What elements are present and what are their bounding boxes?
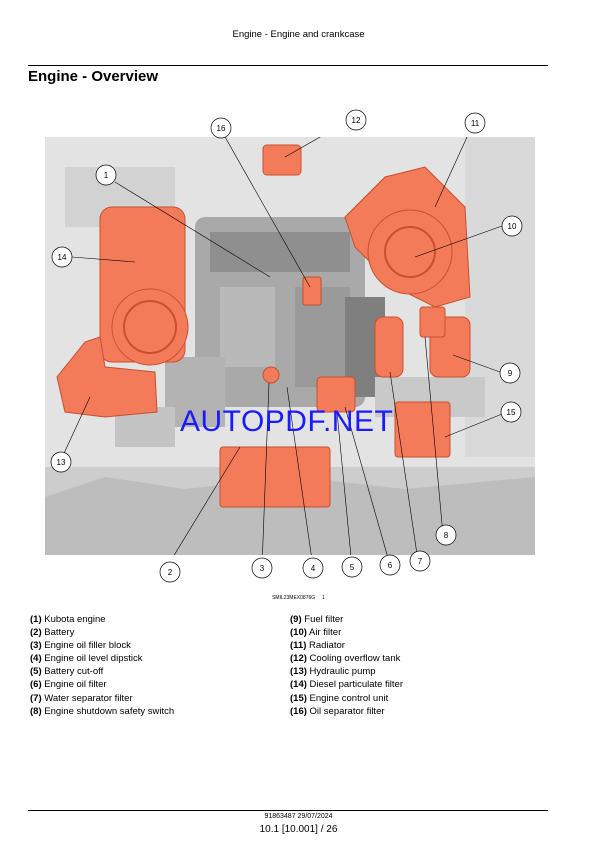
callout-3: 3 bbox=[251, 557, 273, 579]
callout-5-label: 5 bbox=[350, 563, 355, 572]
leader-10 bbox=[414, 225, 503, 258]
overflow-tank-shape bbox=[262, 144, 302, 176]
water-separator-shape bbox=[374, 316, 404, 378]
legend-item: (11) Radiator bbox=[290, 640, 345, 652]
callout-2: 2 bbox=[159, 561, 181, 583]
leader-3 bbox=[262, 382, 270, 555]
leader-15 bbox=[444, 411, 508, 438]
oil-separator-shape bbox=[302, 276, 322, 306]
leader-8 bbox=[424, 336, 444, 536]
legend-item: (9) Fuel filter bbox=[290, 614, 344, 625]
leader-1 bbox=[114, 181, 271, 278]
injection-pump bbox=[220, 287, 275, 367]
air-filter-shape bbox=[367, 209, 453, 295]
callout-2-label: 2 bbox=[168, 568, 173, 577]
legend-column-right: (9) Fuel filter (10) Air filter (11) Rad… bbox=[290, 613, 403, 718]
leader-2 bbox=[173, 446, 241, 555]
leader-11 bbox=[434, 137, 468, 208]
callout-layer bbox=[59, 137, 508, 555]
ecu-shape bbox=[394, 401, 451, 458]
floor-shape bbox=[45, 477, 535, 555]
oil-filter-shape bbox=[316, 376, 356, 413]
legend-item: (5) Battery cut-off bbox=[30, 666, 104, 678]
footer-doc-id: 91863487 29/07/2024 bbox=[264, 813, 333, 820]
figure-number: 1 bbox=[322, 595, 325, 601]
callout-6-label: 6 bbox=[388, 561, 393, 570]
callout-3-label: 3 bbox=[260, 564, 265, 573]
callout-11-label: 11 bbox=[471, 119, 480, 128]
legend-item: (8) Engine shutdown safety switch bbox=[30, 705, 175, 717]
legend-item: (4) Engine oil level dipstick bbox=[30, 653, 143, 665]
callout-5: 5 bbox=[341, 556, 363, 578]
leader-13 bbox=[59, 396, 91, 463]
page-title: Engine - Overview bbox=[28, 68, 159, 85]
callout-16: 16 bbox=[210, 117, 232, 139]
footer-rule bbox=[28, 810, 548, 811]
callout-12: 12 bbox=[345, 109, 367, 131]
legend-item: (13) Hydraulic pump bbox=[290, 666, 376, 678]
leader-12 bbox=[284, 137, 321, 158]
dpf-ring bbox=[123, 300, 177, 354]
figure-code: SMIL23MEX0876G bbox=[272, 595, 316, 601]
engine-head bbox=[210, 232, 350, 272]
leader-7 bbox=[389, 371, 418, 555]
leader-4 bbox=[286, 386, 312, 555]
callout-7-label: 7 bbox=[418, 557, 423, 566]
oil-filler-cap bbox=[262, 366, 280, 384]
callout-16-label: 16 bbox=[217, 124, 226, 133]
legend-item: (3) Engine oil filler block bbox=[30, 640, 131, 652]
figure-id: SMIL23MEX0876G 1 bbox=[0, 595, 597, 601]
engine-drawing bbox=[45, 137, 535, 555]
leader-5 bbox=[336, 411, 352, 555]
callout-11: 11 bbox=[464, 112, 486, 134]
callout-4-label: 4 bbox=[311, 564, 316, 573]
running-header: Engine - Engine and crankcase bbox=[232, 29, 365, 40]
leader-14 bbox=[71, 256, 136, 263]
legend-item: (16) Oil separator filter bbox=[290, 705, 385, 717]
legend-item: (7) Water separator filter bbox=[30, 692, 133, 704]
legend-item: (2) Battery bbox=[30, 627, 75, 639]
legend-item: (1) Kubota engine bbox=[30, 614, 106, 625]
leader-16 bbox=[224, 137, 311, 288]
callout-4: 4 bbox=[302, 557, 324, 579]
footer-page-number: 10.1 [10.001] / 26 bbox=[259, 824, 338, 835]
watermark: AUTOPDF.NET bbox=[180, 405, 394, 438]
legend-item: (12) Cooling overflow tank bbox=[290, 653, 401, 665]
legend-item: (10) Air filter bbox=[290, 627, 342, 639]
battery-shape bbox=[219, 446, 331, 508]
hydraulic-pump-shape bbox=[56, 336, 158, 418]
callout-6: 6 bbox=[379, 554, 401, 576]
engine-illustration bbox=[45, 137, 535, 555]
legend-item: (15) Engine control unit bbox=[290, 692, 389, 704]
air-filter-ring bbox=[384, 226, 436, 278]
legend-item: (14) Diesel particulate filter bbox=[290, 679, 404, 691]
leader-6 bbox=[344, 406, 388, 555]
header-rule bbox=[28, 65, 548, 66]
legend-column-left: (1) Kubota engine (2) Battery (3) Engine… bbox=[30, 613, 174, 718]
leader-9 bbox=[452, 354, 501, 373]
callout-12-label: 12 bbox=[352, 116, 361, 125]
shutdown-switch-shape bbox=[419, 306, 446, 338]
legend-item: (6) Engine oil filter bbox=[30, 679, 107, 691]
